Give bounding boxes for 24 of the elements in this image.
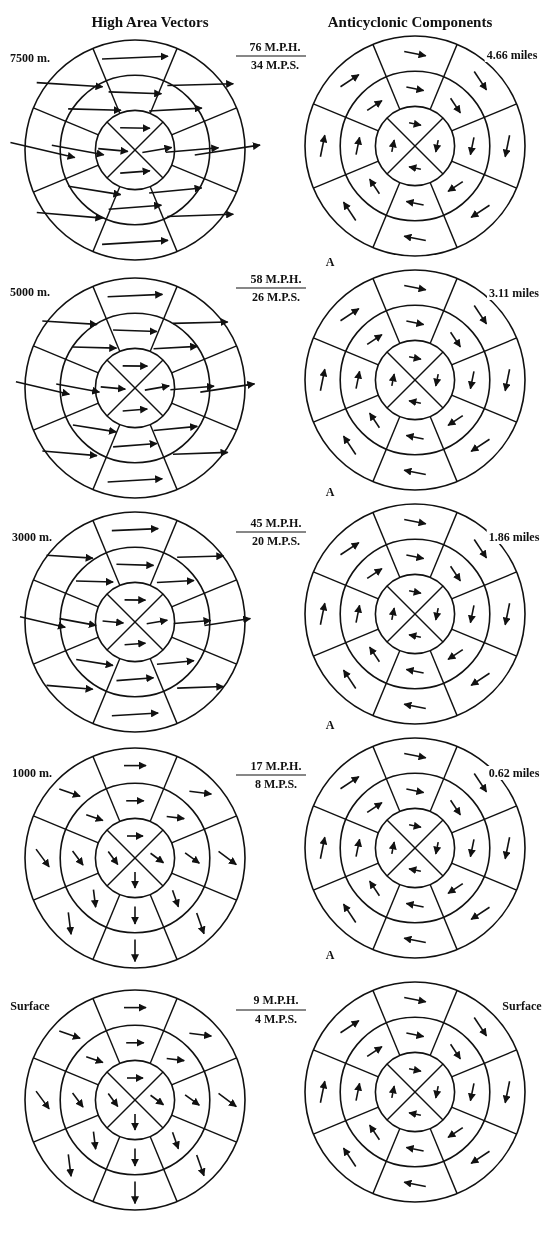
distance-label: 4.66 miles <box>484 48 540 62</box>
speed-label: 8 M.P.S. <box>252 777 300 791</box>
distance-label: 0.62 miles <box>486 766 542 780</box>
altitude-label: Surface <box>8 999 52 1013</box>
distance-label: 3.11 miles <box>487 286 541 300</box>
altitude-label: 1000 m. <box>10 766 54 780</box>
speed-label: 9 M.P.H. <box>251 993 301 1007</box>
point-marker-label: A <box>323 485 337 499</box>
speed-label: 58 M.P.H. <box>248 272 304 286</box>
speed-label: 26 M.P.S. <box>249 290 303 304</box>
speed-label: 20 M.P.S. <box>249 534 303 548</box>
speed-label: 45 M.P.H. <box>248 516 304 530</box>
altitude-label: Surface <box>500 999 544 1013</box>
speed-label: 17 M.P.H. <box>248 759 304 773</box>
altitude-label: 5000 m. <box>8 285 52 299</box>
speed-label: 4 M.P.S. <box>252 1012 300 1026</box>
point-marker-label: A <box>323 718 337 732</box>
point-marker-label: A <box>323 948 337 962</box>
point-marker-label: A <box>323 255 337 269</box>
altitude-label: 7500 m. <box>8 51 52 65</box>
speed-label: 76 M.P.H. <box>247 40 303 54</box>
distance-label: 1.86 miles <box>486 530 542 544</box>
speed-label: 34 M.P.S. <box>248 58 302 72</box>
altitude-label: 3000 m. <box>10 530 54 544</box>
